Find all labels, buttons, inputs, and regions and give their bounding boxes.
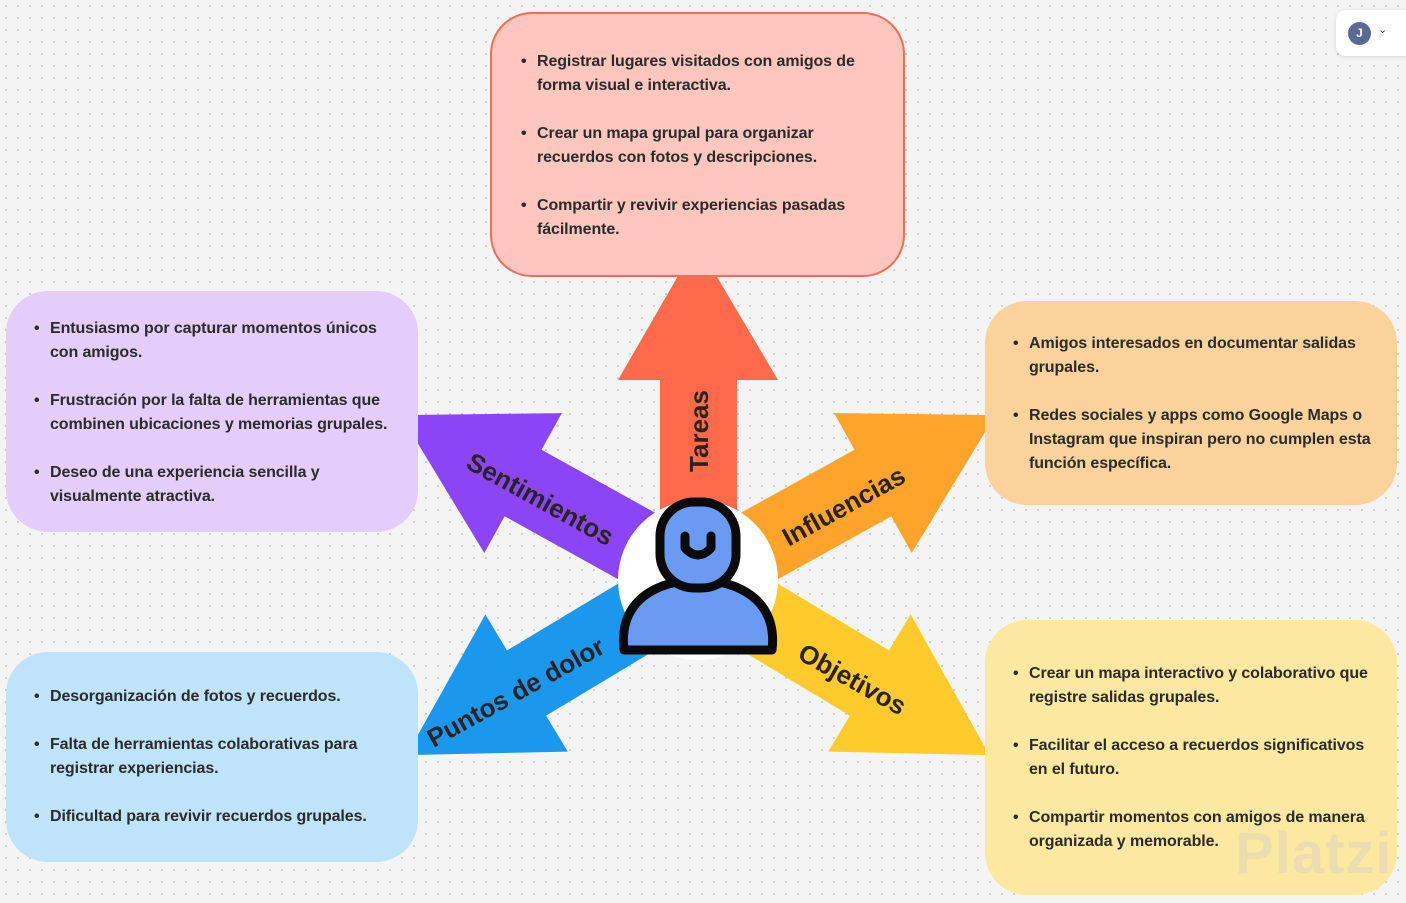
avatar: J [1348,22,1371,45]
note-objetivos[interactable]: Crear un mapa interactivo y colaborativo… [985,620,1397,895]
user-icon [618,497,778,655]
note-item: Compartir y revivir experiencias pasadas… [521,194,879,242]
note-influencias[interactable]: Amigos interesados en documentar salidas… [985,301,1397,505]
note-item: Redes sociales y apps como Google Maps o… [1013,404,1373,476]
note-item: Desorganización de fotos y recuerdos. [34,685,394,709]
chevron-down-icon: ⌄ [1378,24,1388,36]
arrow-tareas[interactable] [618,243,778,580]
note-item: Entusiasmo por capturar momentos únicos … [34,317,394,365]
note-item: Falta de herramientas colaborativas para… [34,733,394,781]
note-item: Registrar lugares visitados con amigos d… [521,50,879,98]
note-item: Compartir momentos con amigos de manera … [1013,806,1373,854]
note-item: Facilitar el acceso a recuerdos signific… [1013,734,1373,782]
note-puntos-de-dolor[interactable]: Desorganización de fotos y recuerdos. Fa… [6,652,418,862]
label-tareas: Tareas [684,390,714,472]
platzi-watermark: Platzi [1235,821,1393,886]
note-item: Deseo de una experiencia sencilla y visu… [34,461,394,509]
user-menu-button[interactable]: J ⌄ [1336,10,1406,56]
note-item: Dificultad para revivir recuerdos grupal… [34,805,394,829]
note-item: Amigos interesados en documentar salidas… [1013,332,1373,380]
note-item: Crear un mapa grupal para organizar recu… [521,122,879,170]
note-item: Frustración por la falta de herramientas… [34,389,394,437]
note-sentimientos[interactable]: Entusiasmo por capturar momentos únicos … [6,291,418,532]
note-item: Crear un mapa interactivo y colaborativo… [1013,662,1373,710]
note-tareas[interactable]: Registrar lugares visitados con amigos d… [490,12,905,277]
